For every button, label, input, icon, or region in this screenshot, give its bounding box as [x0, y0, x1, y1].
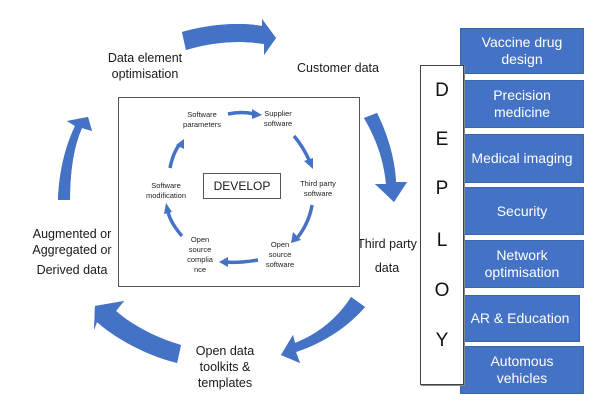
tile-ar-education: AR & Education	[460, 295, 580, 342]
label-line: Third party	[357, 237, 417, 251]
node-software-modification: Software modification	[136, 181, 196, 201]
node-line: Open	[270, 240, 290, 249]
node-line: nce	[193, 265, 207, 274]
tile-line: AR & Education	[470, 310, 570, 326]
tile-line: Precision	[493, 87, 551, 103]
node-line: source	[268, 250, 292, 259]
label-line: Open data	[195, 344, 255, 358]
deploy-letter: L	[436, 230, 448, 251]
node-software-parameters: Software parameters	[172, 110, 232, 130]
develop-title: DEVELOP	[203, 173, 281, 199]
label-line: Derived data	[36, 263, 108, 277]
deploy-letter: E	[435, 129, 449, 150]
node-line: source	[188, 245, 212, 254]
tile-line: vehicles	[496, 370, 548, 386]
node-line: Third party	[300, 179, 336, 188]
label-line: optimisation	[111, 67, 179, 81]
deploy-letter: O	[434, 280, 450, 301]
label-customer-data: Customer data	[297, 61, 379, 75]
node-open-source-software: Open source software	[255, 240, 305, 270]
label-augmented-data: Augmented or Aggregated or Derived data	[22, 226, 122, 278]
node-line: modification	[145, 191, 187, 200]
label-line: Aggregated or	[32, 243, 112, 257]
node-third-party-software: Third party software	[290, 179, 346, 199]
node-line: software	[265, 260, 295, 269]
label-line: data	[374, 261, 400, 275]
tile-line: design	[501, 51, 543, 67]
label-third-party-data: Third party data	[352, 232, 422, 280]
label-line: toolkits &	[199, 360, 251, 374]
node-line: Supplier	[264, 109, 292, 118]
tile-line: Vaccine drug	[481, 34, 563, 50]
node-line: software	[263, 119, 293, 128]
node-line: parameters	[183, 120, 221, 129]
node-line: Open	[190, 235, 210, 244]
deploy-letter: D	[435, 80, 449, 101]
tile-line: medicine	[493, 104, 551, 120]
tile-line: Medical imaging	[471, 150, 573, 166]
tile-line: Automous	[490, 353, 554, 369]
label-line: Augmented or	[32, 227, 112, 241]
node-line: Software	[187, 110, 217, 119]
node-line: Software	[151, 181, 181, 190]
node-line: software	[303, 189, 333, 198]
node-line: complia	[187, 255, 213, 264]
label-line: templates	[197, 376, 253, 390]
deploy-letter: P	[435, 178, 449, 199]
node-supplier-software: Supplier software	[253, 109, 303, 129]
tile-medical-imaging: Medical imaging	[460, 134, 584, 183]
tile-security: Security	[460, 187, 584, 235]
label-line: Data element	[107, 51, 183, 65]
tile-line: Network	[496, 247, 548, 263]
deploy-panel: D E P L O Y	[420, 65, 464, 385]
tile-line: Security	[496, 202, 548, 219]
deploy-letter: Y	[435, 330, 449, 351]
node-open-source-compliance: Open source complia nce	[180, 235, 220, 275]
label-data-element-optimisation: Data element optimisation	[85, 50, 205, 82]
label-open-data-toolkits: Open data toolkits & templates	[180, 343, 270, 391]
tile-line: optimisation	[484, 264, 560, 280]
